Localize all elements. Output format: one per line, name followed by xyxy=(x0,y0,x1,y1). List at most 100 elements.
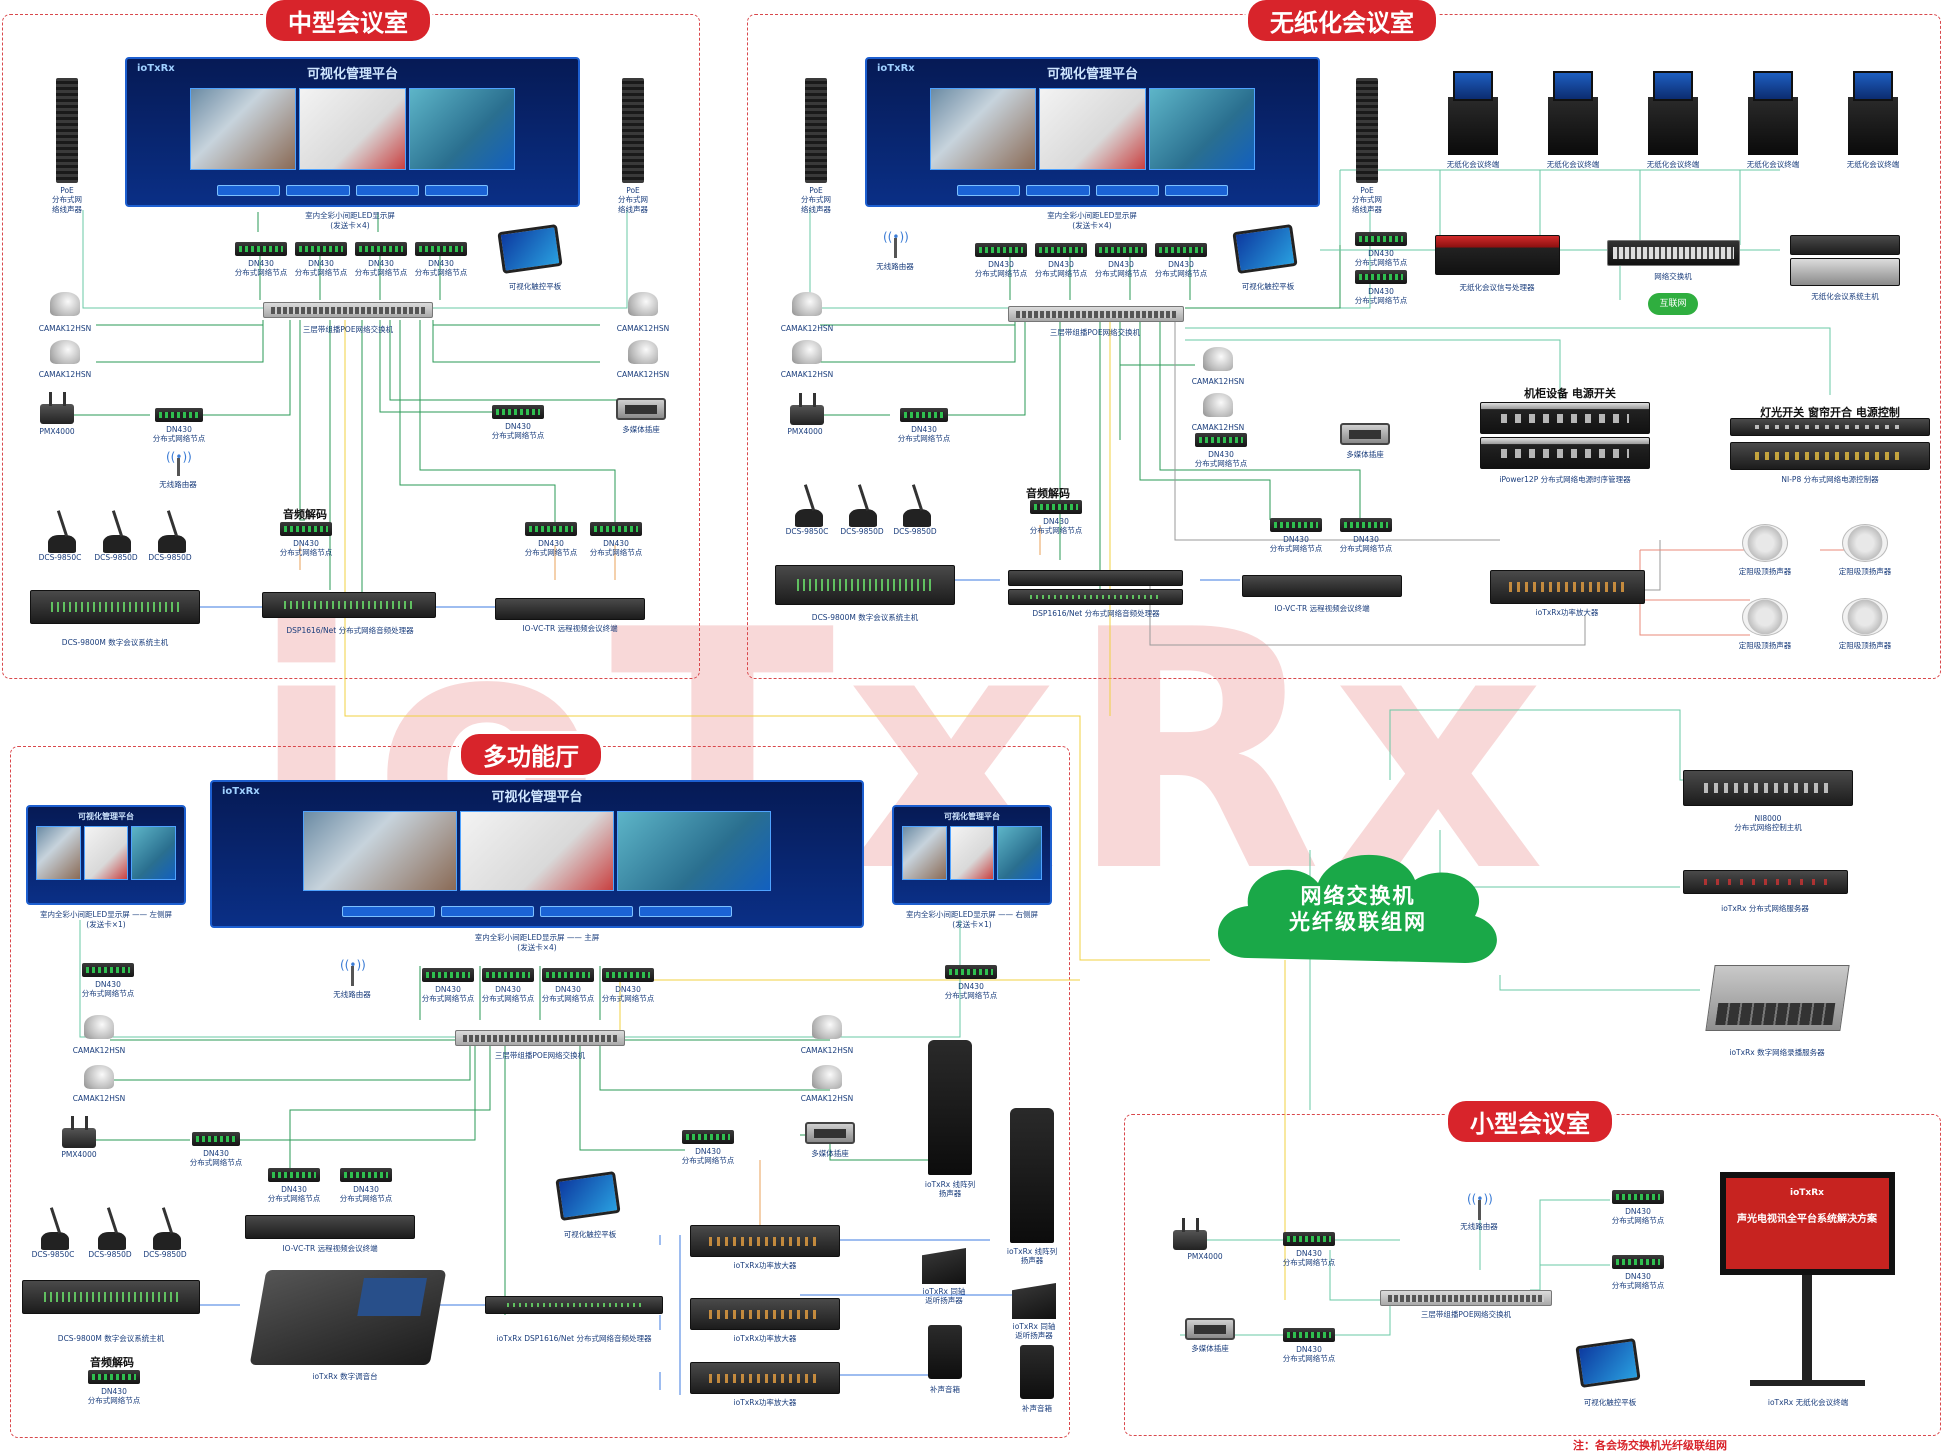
screen-brand-multi: ioTxRx xyxy=(222,786,260,797)
dn430-node-m4 xyxy=(415,242,467,256)
label-led-multi-left-sub: (发送卡×1) xyxy=(86,920,126,929)
dn430-node-m1 xyxy=(235,242,287,256)
label-dn430-p10: DN430 分布式网络节点 xyxy=(1269,535,1323,554)
label-led-multi-main: 室内全彩小间距LED显示屏 —— 主屏 xyxy=(474,933,600,942)
label-recording-server: ioTxRx 数字网络录播服务器 xyxy=(1729,1048,1825,1057)
dn430-node-x2 xyxy=(422,968,474,982)
dn430-node-m2 xyxy=(295,242,347,256)
rack-title-paperless: 机柜设备 电源开关 xyxy=(1524,387,1616,400)
internet-cloud-icon xyxy=(1648,293,1698,315)
label-speaker-left: PoE 分布式网 络线声器 xyxy=(52,186,82,214)
label-camera-m4: CAMAK12HSN xyxy=(616,370,670,379)
label-tablet-medium: 可视化触控平板 xyxy=(508,282,562,291)
touch-tablet-paperless xyxy=(1232,224,1298,274)
zone-title-multi: 多功能厅 xyxy=(461,734,601,775)
dn430-node-p7 xyxy=(900,408,948,422)
poe-switch-small xyxy=(1380,1290,1552,1306)
label-switch-small: 三层带组播POE网络交换机 xyxy=(1420,1310,1512,1319)
poe-switch-paperless xyxy=(1008,306,1184,322)
label-amp-paperless: ioTxRx功率放大器 xyxy=(1535,608,1599,617)
camera-p4 xyxy=(1203,393,1233,417)
smartboard-stand-base xyxy=(1750,1380,1865,1386)
label-router-medium: 无线路由器 xyxy=(159,480,197,489)
fill-speaker-1 xyxy=(928,1325,962,1379)
poe-column-speaker-p-right xyxy=(1356,78,1378,183)
dn430-node-p9 xyxy=(1030,500,1082,514)
label-dcs-paperless: DCS-9800M 数字会议系统主机 xyxy=(811,613,919,622)
touch-tablet-small xyxy=(1575,1338,1641,1388)
vc-terminal-paperless xyxy=(1242,575,1402,597)
label-led-paperless: 室内全彩小间距LED显示屏 xyxy=(1047,211,1137,220)
camera-p2 xyxy=(792,340,822,364)
label-router-small: 无线路由器 xyxy=(1460,1222,1498,1231)
audio-decode-tag-multi: 音频解码 xyxy=(90,1356,134,1369)
wifi-router-medium xyxy=(166,450,190,476)
label-camera-x2: CAMAK12HSN xyxy=(72,1094,126,1103)
label-dsp-multi: ioTxRx DSP1616/Net 分布式网络音频处理器 xyxy=(496,1334,652,1343)
media-socket-small xyxy=(1185,1318,1235,1340)
label-led-multi-right-sub: (发送卡×1) xyxy=(952,920,992,929)
label-monitor-2: ioTxRx 同轴 返听扬声器 xyxy=(1012,1322,1056,1341)
touch-tablet-medium xyxy=(497,224,563,274)
screen-title-p: 可视化管理平台 xyxy=(1046,67,1138,82)
led-screen-multi-left: 可视化管理平台 xyxy=(26,805,186,905)
label-dn430-x1: DN430 分布式网络节点 xyxy=(81,980,135,999)
dn430-node-p4 xyxy=(1155,243,1207,257)
label-smartboard: ioTxRx 无纸化会议终端 xyxy=(1767,1398,1849,1407)
label-dn430-m8: DN430 分布式网络节点 xyxy=(524,539,578,558)
label-dn430-s3: DN430 分布式网络节点 xyxy=(1611,1272,1665,1291)
label-dn430-x9: DN430 分布式网络节点 xyxy=(339,1185,393,1204)
dn430-node-x7 xyxy=(192,1132,240,1146)
label-dn430-x6: DN430 分布式网络节点 xyxy=(944,982,998,1001)
label-relay: NI-P8 分布式网络电源控制器 xyxy=(1781,475,1879,484)
camera-p3 xyxy=(1203,347,1233,371)
label-led-multi-right: 室内全彩小间距LED显示屏 —— 右侧屏 xyxy=(906,910,1038,919)
label-dn430-p6: DN430 分布式网络节点 xyxy=(1354,287,1408,306)
dsp-paperless xyxy=(1008,570,1183,586)
label-dsp-paperless: DSP1616/Net 分布式网络音频处理器 xyxy=(1032,609,1160,618)
label-socket-multi: 多媒体插座 xyxy=(811,1149,849,1158)
power-sequencer-paperless xyxy=(1480,402,1650,434)
footnote: 注：各会场交换机光纤级联组网 xyxy=(1573,1439,1727,1452)
ni8000-control-host xyxy=(1683,770,1853,806)
audio-decode-tag-medium: 音频解码 xyxy=(283,508,327,521)
label-speaker-right: PoE 分布式网 络线声器 xyxy=(618,186,648,214)
camera-m4 xyxy=(628,340,658,364)
network-switch-paperless xyxy=(1607,240,1740,266)
label-dn430-x7: DN430 分布式网络节点 xyxy=(189,1149,243,1168)
label-mic-p1: DCS-9850C xyxy=(785,527,829,536)
screen-title-multi: 可视化管理平台 xyxy=(491,790,583,805)
label-fill-1: 补声音箱 xyxy=(930,1385,960,1394)
label-mic-m1: DCS-9850C xyxy=(38,553,82,562)
dn430-node-m9 xyxy=(590,522,642,536)
label-dn430-p11: DN430 分布式网络节点 xyxy=(1339,535,1393,554)
mic-chair-multi xyxy=(38,1205,72,1250)
label-line-array-2: ioTxRx 线阵列 扬声器 xyxy=(1006,1247,1058,1266)
label-dn430-p2: DN430 分布式网络节点 xyxy=(1034,260,1088,279)
label-dn430-x10: DN430 分布式网络节点 xyxy=(681,1147,735,1166)
label-dn430-p5: DN430 分布式网络节点 xyxy=(1354,249,1408,268)
label-vc-paperless: IO-VC-TR 远程视频会议终端 xyxy=(1274,604,1370,613)
label-pmx-paperless: PMX4000 xyxy=(787,427,823,436)
camera-x3 xyxy=(812,1015,842,1039)
camera-x2 xyxy=(84,1065,114,1089)
label-tablet-multi: 可视化触控平板 xyxy=(563,1230,617,1239)
label-led-medium: 室内全彩小间距LED显示屏 xyxy=(305,211,395,220)
label-paperless-host: 无纸化会议系统主机 xyxy=(1811,292,1879,301)
camera-m1 xyxy=(50,292,80,316)
dsp-paperless-2 xyxy=(1008,589,1183,605)
label-network-server: ioTxRx 分布式网络服务器 xyxy=(1721,904,1809,913)
paperless-terminal-2 xyxy=(1548,70,1598,155)
label-dn430-m4: DN430 分布式网络节点 xyxy=(414,259,468,278)
camera-x1 xyxy=(84,1015,114,1039)
label-dn430-x11: DN430 分布式网络节点 xyxy=(87,1387,141,1406)
dn430-node-m7 xyxy=(280,522,332,536)
label-camera-x1: CAMAK12HSN xyxy=(72,1046,126,1055)
touch-tablet-multi xyxy=(555,1171,621,1221)
label-socket-medium: 多媒体插座 xyxy=(622,425,660,434)
label-dn430-p9: DN430 分布式网络节点 xyxy=(1029,517,1083,536)
pmx4000-small xyxy=(1173,1218,1207,1250)
label-dn430-x8: DN430 分布式网络节点 xyxy=(267,1185,321,1204)
label-terminal-4: 无纸化会议终端 xyxy=(1746,160,1800,169)
